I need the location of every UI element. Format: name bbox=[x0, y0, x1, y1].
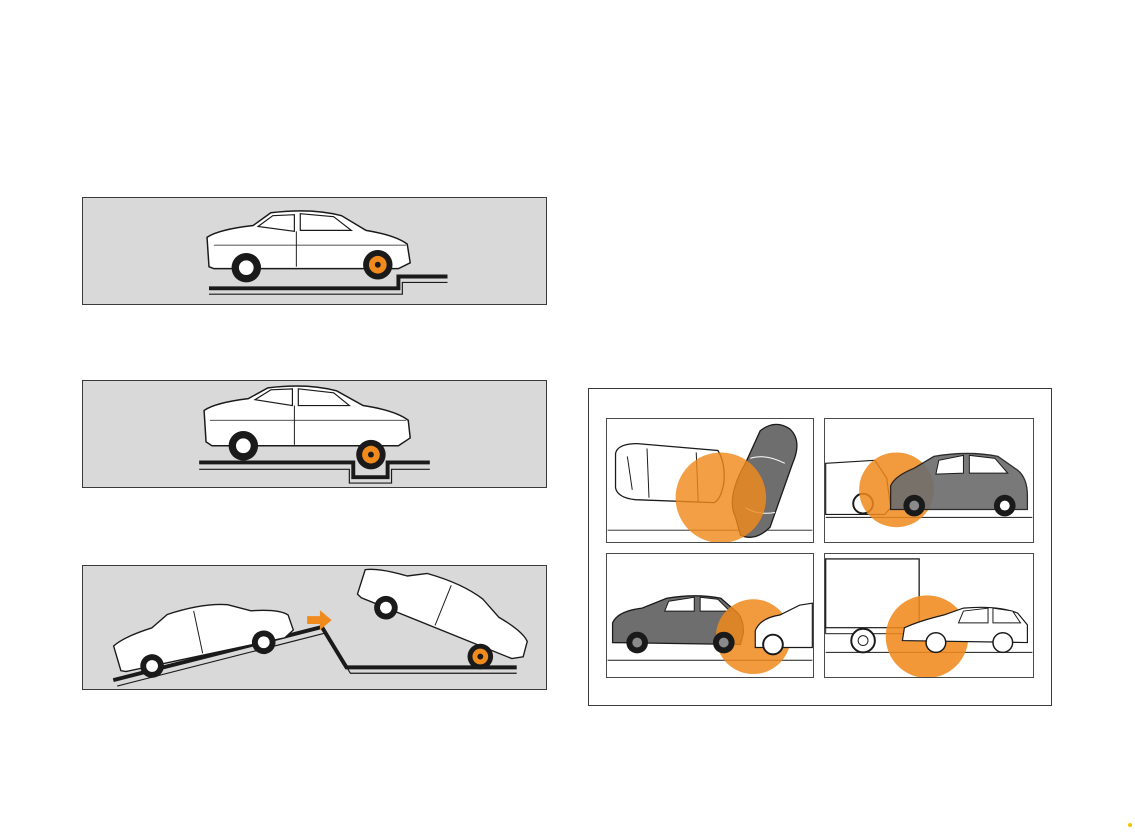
rear-wheel-icon bbox=[232, 253, 261, 282]
rear-end-impact-cell bbox=[824, 418, 1034, 543]
wheel-in-pothole-illustration bbox=[83, 381, 546, 487]
rear-corner-impact-illustration bbox=[607, 554, 813, 677]
rear-wheel-icon bbox=[229, 431, 258, 460]
rear-corner-impact-cell bbox=[606, 553, 814, 678]
wheel-on-step-illustration bbox=[83, 198, 546, 304]
wheel-on-step-panel bbox=[82, 197, 547, 305]
highlighted-front-wheel-icon bbox=[468, 644, 494, 670]
collision-scenarios-frame bbox=[588, 388, 1052, 706]
angled-front-impact-cell bbox=[606, 418, 814, 543]
impact-zone-circle bbox=[676, 452, 767, 542]
rear-end-impact-illustration bbox=[825, 419, 1033, 542]
ramp-drop-panel bbox=[82, 565, 547, 690]
corner-marker-icon bbox=[1127, 815, 1133, 821]
ramp-drop-illustration bbox=[83, 566, 546, 689]
angled-front-impact-illustration bbox=[607, 419, 813, 542]
highlighted-front-wheel-icon bbox=[356, 440, 385, 469]
wheel-in-pothole-panel bbox=[82, 380, 547, 488]
truck-underride-impact-illustration bbox=[825, 554, 1033, 677]
highlighted-front-wheel-icon bbox=[363, 250, 392, 279]
truck-underride-impact-cell bbox=[824, 553, 1034, 678]
